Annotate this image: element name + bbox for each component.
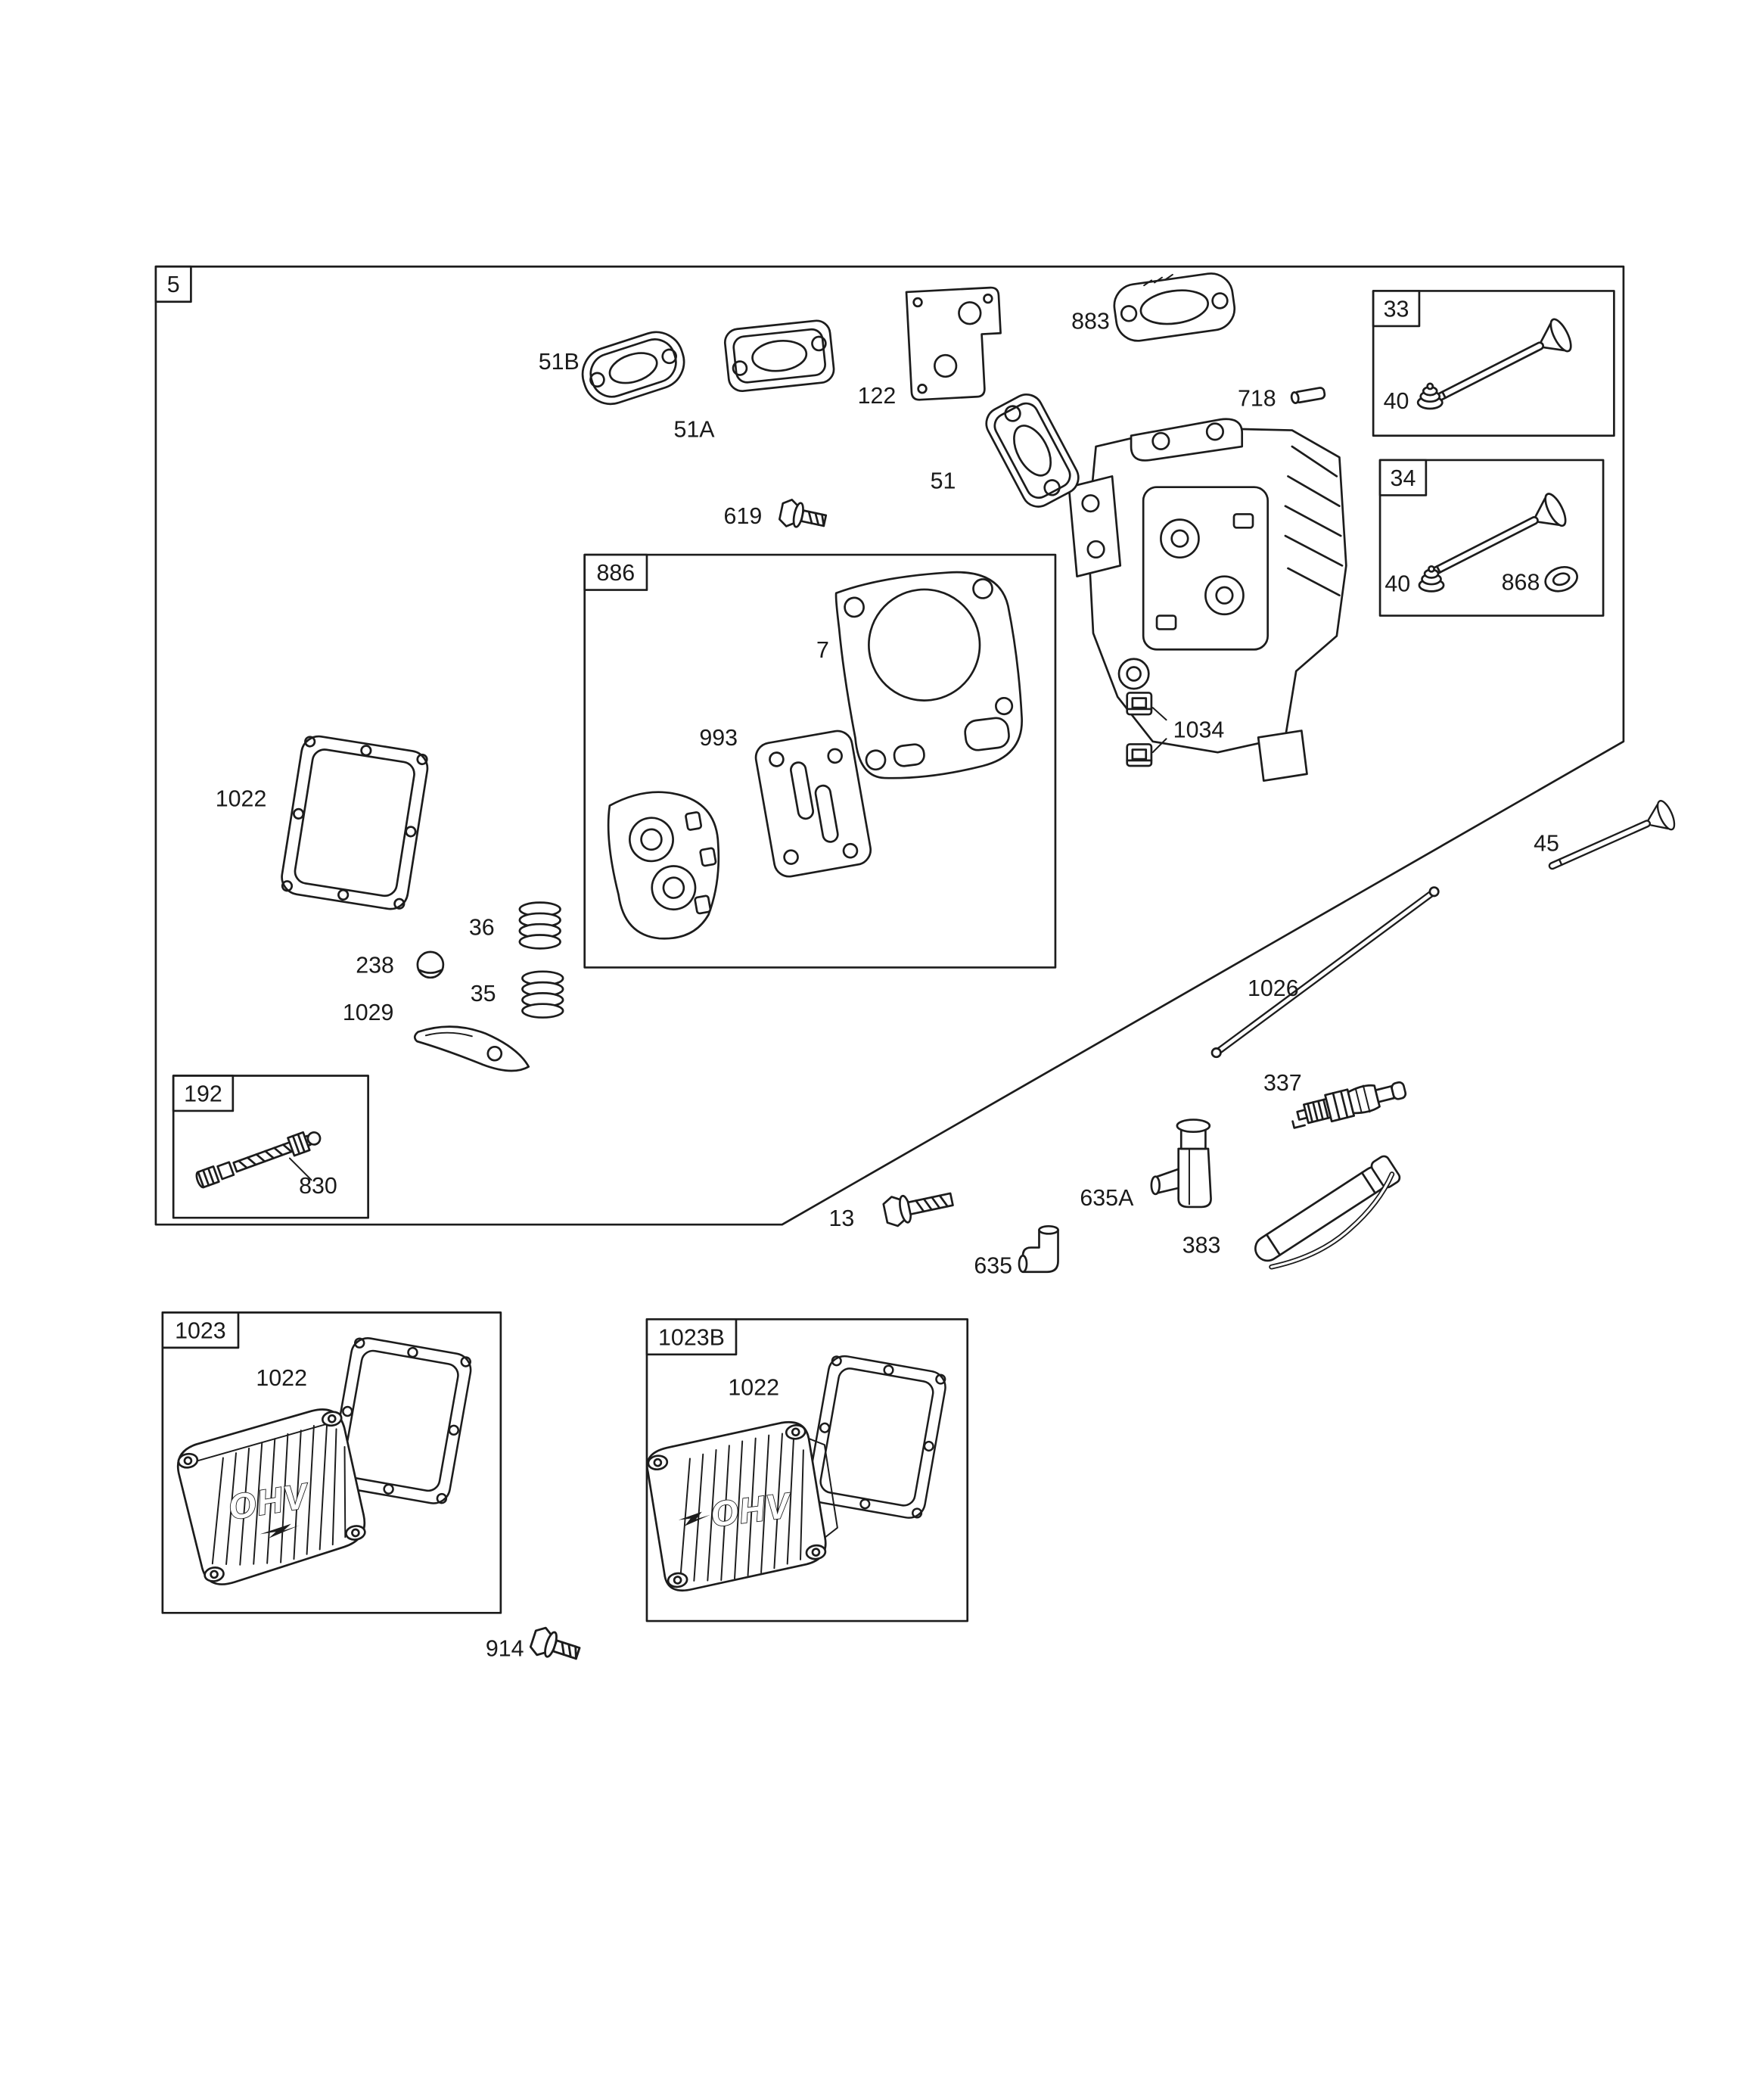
seal-868 (1544, 566, 1578, 593)
cover-gasket-1022 (278, 733, 431, 913)
rocker-adjuster-830 (195, 1131, 322, 1189)
part-label-914: 914 (486, 1636, 524, 1662)
part-label-1022: 1022 (728, 1374, 779, 1400)
clip-1034 (1126, 743, 1153, 767)
spark-plug-337 (1291, 1081, 1407, 1129)
part-label-122: 122 (858, 383, 897, 409)
part-label-1022: 1022 (256, 1365, 307, 1391)
part-label-383: 383 (1183, 1233, 1221, 1258)
part-label-1026: 1026 (1248, 975, 1299, 1001)
breather-fitting-635A (1150, 1118, 1212, 1209)
part-label-45: 45 (1534, 831, 1559, 857)
valve-cover-1023B: OHV (646, 1420, 838, 1592)
valve-45 (1542, 798, 1679, 882)
group-box-33-label: 33 (1384, 296, 1409, 322)
gasket-51 (985, 394, 1080, 508)
part-label-635: 635 (974, 1253, 1012, 1279)
push-rod-1026 (1210, 886, 1440, 1059)
group-box-34-border (1378, 459, 1605, 617)
part-label-1034: 1034 (1173, 717, 1225, 742)
group-box-1023-border (161, 1311, 502, 1614)
group-box-5-border (154, 265, 1625, 1226)
part-label-13: 13 (829, 1206, 855, 1231)
group-box-192-border (172, 1075, 369, 1219)
part-label-35: 35 (471, 981, 496, 1006)
rocker-arm-1029 (413, 1025, 530, 1072)
group-box-34-label: 34 (1391, 465, 1416, 491)
group-box-192-tag (172, 1075, 235, 1112)
part-label-1022: 1022 (216, 786, 267, 812)
cover-gasket-1022 (804, 1352, 949, 1522)
part-label-635A: 635A (1080, 1185, 1134, 1211)
group-box-5-label: 5 (167, 272, 180, 297)
valve-cover-1023: OHV (176, 1408, 366, 1585)
bolt-13 (882, 1192, 954, 1227)
group-box-33-border (1372, 290, 1615, 437)
valve-seal-40 (1416, 382, 1444, 410)
group-box-34-tag (1378, 459, 1428, 496)
group-box-1023-tag (161, 1311, 240, 1349)
part-label-7: 7 (816, 637, 829, 663)
group-box-886-border (583, 553, 1057, 969)
leader-line-1034 (1151, 707, 1167, 721)
gasket-51B (581, 331, 685, 406)
group-box-1023B-label: 1023B (658, 1324, 725, 1350)
leader-line-830 (288, 1157, 312, 1181)
valve-guide-plate (607, 791, 720, 940)
screw-619 (777, 496, 829, 535)
ohv-arrow-icon (678, 1511, 711, 1526)
ohv-arrow-icon (259, 1523, 300, 1538)
gasket-51A (723, 319, 835, 393)
part-label-830: 830 (299, 1173, 337, 1199)
part-label-337: 337 (1263, 1070, 1302, 1096)
group-box-1023B-tag (645, 1318, 738, 1356)
part-label-51A: 51A (674, 417, 716, 443)
breather-plate-993 (754, 730, 872, 878)
group-box-5-tag (154, 265, 192, 303)
valve-spring-35 (521, 970, 564, 1019)
part-label-40: 40 (1384, 388, 1409, 414)
cylinder-head (1068, 418, 1347, 782)
group-box-886-tag (583, 553, 648, 591)
part-label-1029: 1029 (343, 1000, 394, 1025)
tube-383 (1254, 1155, 1401, 1270)
ohv-logo: OHV (708, 1486, 794, 1535)
leader-line-1034 (1151, 738, 1167, 754)
group-box-1023-label: 1023 (175, 1318, 226, 1343)
part-label-40: 40 (1385, 571, 1410, 596)
head-gasket-7 (834, 571, 1023, 779)
part-label-883: 883 (1071, 308, 1110, 334)
part-label-718: 718 (1238, 385, 1276, 411)
clip-1034 (1126, 692, 1153, 716)
part-label-993: 993 (699, 725, 738, 751)
plate-122 (905, 286, 1002, 401)
part-label-51: 51 (931, 468, 956, 493)
group-box-886-label: 886 (596, 560, 635, 586)
screw-914 (527, 1624, 583, 1668)
gasket-883 (1113, 272, 1236, 342)
elbow-635 (1018, 1224, 1059, 1274)
part-label-619: 619 (724, 503, 763, 529)
valve-spring-36 (518, 901, 561, 950)
part-label-238: 238 (356, 953, 394, 978)
pin-718 (1290, 387, 1326, 404)
group-box-192-label: 192 (184, 1081, 222, 1106)
part-label-51B: 51B (539, 349, 580, 375)
part-label-36: 36 (469, 915, 495, 941)
group-box-33-tag (1372, 290, 1421, 328)
cap-238 (416, 950, 445, 979)
part-label-868: 868 (1502, 570, 1540, 596)
intake-valve-33 (1422, 315, 1576, 418)
